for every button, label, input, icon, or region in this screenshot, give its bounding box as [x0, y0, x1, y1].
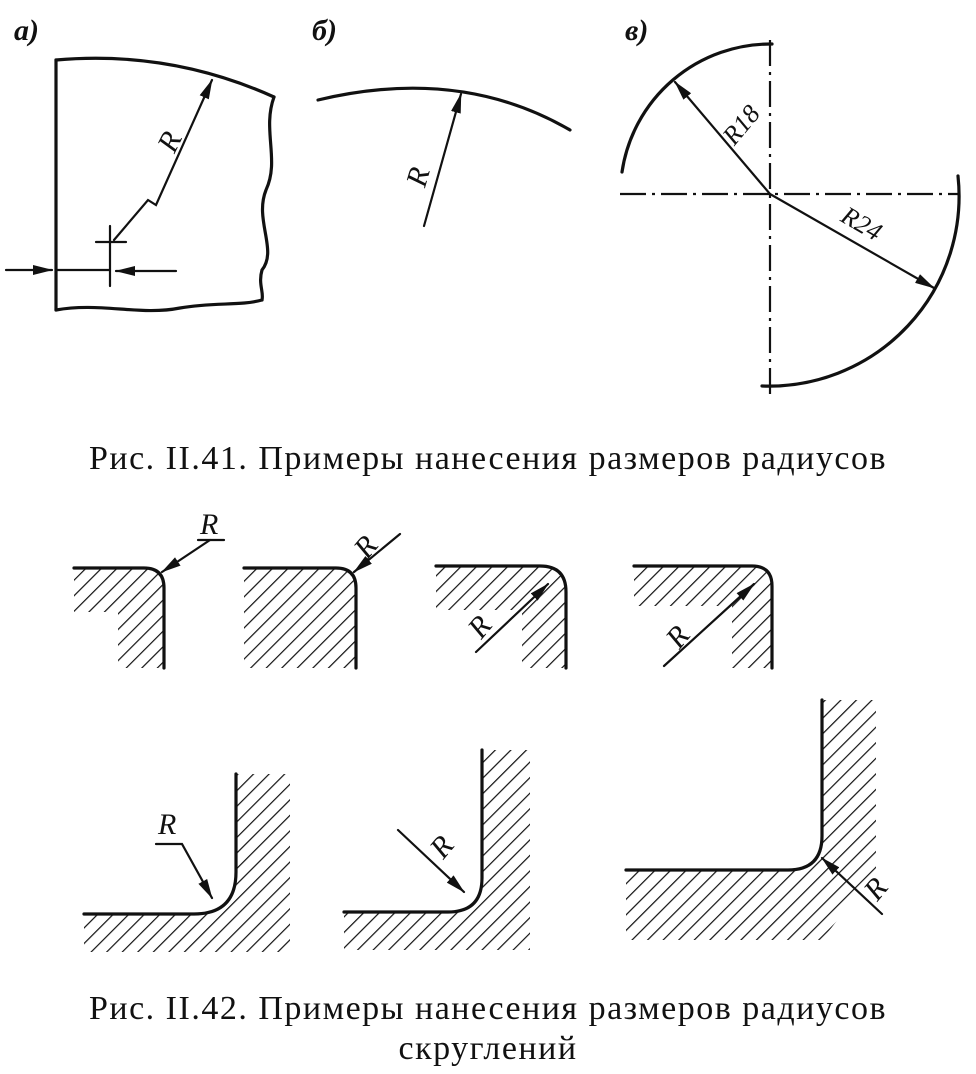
break-line-right — [258, 95, 276, 302]
figure-caption-ii42-line1: Рис. II.42. Примеры нанесения размеров р… — [88, 990, 887, 1027]
panel-b-label: б) — [312, 14, 337, 47]
fillet-4: R — [632, 564, 774, 670]
fillet-5: R — [82, 772, 290, 952]
break-line-bottom — [54, 298, 264, 313]
fillet-1-label: R — [199, 508, 218, 541]
part-arc-edge — [54, 56, 276, 99]
radius-leader-a — [112, 78, 214, 242]
fillet-5-label: R — [157, 808, 176, 841]
panel-a-drawing: R — [4, 56, 276, 313]
fillet-1: R — [72, 508, 226, 670]
fillet-3-label: R — [461, 609, 499, 645]
panel-b-drawing: R — [316, 86, 572, 228]
radius-label-b: R — [400, 164, 437, 192]
panel-c-drawing: R18 R24 — [620, 40, 961, 398]
fillet-6: R — [342, 748, 530, 950]
fillet-2: R — [242, 529, 402, 670]
figure-caption-ii42-line2: скруглений — [398, 1030, 578, 1067]
radius-leader-b — [422, 92, 463, 228]
label-r18: R18 — [716, 100, 766, 151]
panel-c-label: в) — [625, 14, 649, 47]
arc-r24 — [760, 174, 961, 388]
arc-b — [316, 86, 572, 132]
figure-caption-ii41: Рис. II.41. Примеры нанесения размеров р… — [88, 440, 887, 477]
fillet-2-label: R — [347, 529, 385, 565]
label-r24: R24 — [835, 200, 887, 247]
arc-r18 — [620, 42, 774, 174]
panel-a-label: а) — [14, 14, 39, 47]
fillet-4-label: R — [659, 619, 697, 655]
radius-label-a: R — [151, 126, 189, 158]
fillet-7: R — [624, 698, 894, 940]
leader-r24 — [768, 192, 936, 290]
fillet-3: R — [434, 564, 568, 670]
leader-r18 — [673, 80, 772, 196]
